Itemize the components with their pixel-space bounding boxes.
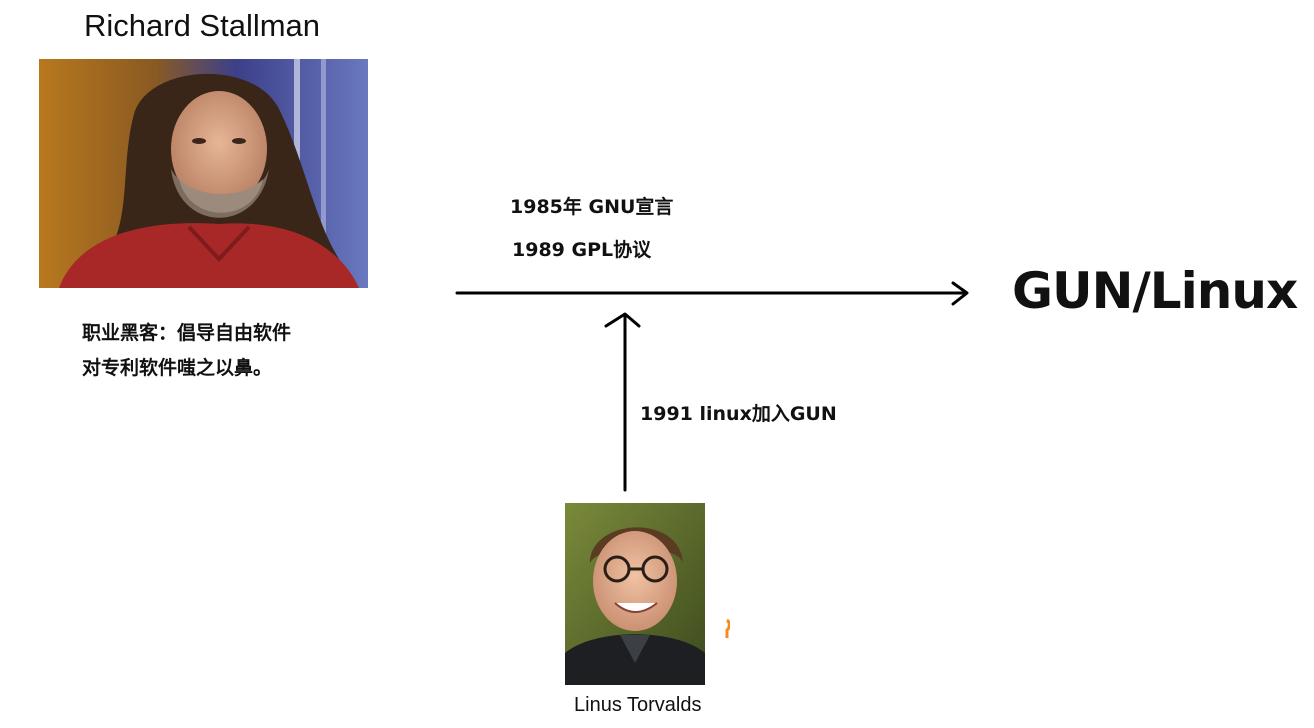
stallman-photo xyxy=(39,59,368,288)
torvalds-photo xyxy=(565,503,705,685)
stallman-description-line-2: 对专利软件嗤之以鼻。 xyxy=(82,357,273,379)
orange-mark xyxy=(725,618,730,638)
event-gnu-manifesto: 1985年 GNU宣言 xyxy=(510,196,674,218)
event-linux-join: 1991 linux加入GUN xyxy=(640,403,837,425)
result-gnu-linux: GUN/Linux xyxy=(1012,262,1298,320)
event-gpl-license: 1989 GPL协议 xyxy=(512,239,652,261)
torvalds-name: Linus Torvalds xyxy=(574,694,702,716)
stallman-name: Richard Stallman xyxy=(84,8,321,43)
stallman-description-line-1: 职业黑客：倡导自由软件 xyxy=(82,322,292,344)
horizontal-arrow xyxy=(455,281,969,306)
vertical-arrow xyxy=(604,312,641,492)
